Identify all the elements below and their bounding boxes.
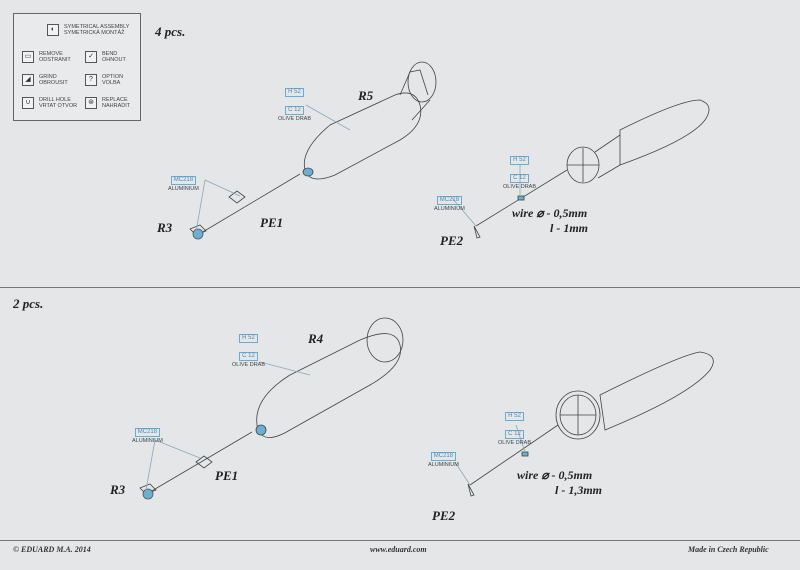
wire-length: l - 1,3mm (555, 483, 602, 497)
option-icon: ? (85, 74, 97, 86)
bomb-r4 (139, 317, 404, 500)
website: www.eduard.com (370, 545, 427, 554)
bomb-r4-assembled (454, 351, 714, 497)
part-label: R5 (358, 88, 374, 103)
bend-icon: ✓ (85, 51, 97, 63)
paint-code: H 52 (285, 88, 304, 97)
remove-icon: ▭ (22, 51, 34, 63)
origin: Made in Czech Republic (688, 545, 769, 554)
paint-code: H 52 (505, 412, 524, 421)
symmetrical-icon: ◐ (47, 24, 59, 36)
part-label: R4 (308, 331, 324, 346)
part-label: PE1 (215, 468, 239, 483)
paint-name: ALUMINIUM (428, 462, 459, 468)
paint-callout: MC218 ALUMINIUM (168, 168, 199, 192)
paint-name: OLIVE DRAB (498, 440, 532, 446)
copyright: © EDUARD M.A. 2014 (13, 545, 91, 554)
paint-code: C 12 (239, 352, 258, 361)
paint-name: ALUMINIUM (434, 206, 465, 212)
paint-name: ALUMINIUM (168, 186, 199, 192)
part-label: PE2 (432, 508, 456, 523)
paint-code: MC218 (134, 428, 161, 437)
paint-callout: H 52 C 12 OLIVE DRAB (498, 404, 531, 446)
part-label: PE2 (440, 233, 464, 248)
paint-code: C 12 (510, 174, 529, 183)
paint-code: H 52 (510, 156, 529, 165)
footer-divider (0, 540, 800, 541)
part-label: R3 (110, 482, 126, 497)
quantity-label: 2 pcs. (13, 296, 44, 311)
paint-callout: H 52 C 12 OLIVE DRAB (278, 80, 311, 122)
paint-callout: H 52 C 12 OLIVE DRAB (232, 326, 265, 368)
wire-length: l - 1mm (550, 221, 588, 235)
part-label: PE1 (260, 215, 284, 230)
wire-spec: wire ⌀ - 0,5mm l - 1,3mm (517, 468, 602, 498)
paint-name: ALUMINIUM (132, 438, 163, 444)
paint-name: OLIVE DRAB (278, 116, 312, 122)
drill-icon: ∪ (22, 97, 34, 109)
paint-code: H 52 (239, 334, 258, 343)
paint-callout: MC218 ALUMINIUM (434, 188, 465, 212)
paint-callout: H 52 C 12 OLIVE DRAB (503, 148, 536, 190)
part-label: R3 (157, 220, 173, 235)
paint-code: MC218 (436, 196, 463, 205)
wire-diameter: wire ⌀ - 0,5mm (517, 468, 593, 482)
bomb-r5-assembled (451, 99, 710, 239)
paint-callout: MC218 ALUMINIUM (132, 420, 163, 444)
paint-code: C 12 (285, 106, 304, 115)
paint-code: MC218 (430, 452, 457, 461)
symbol-legend: ◐ SYMETRICAL ASSEMBLY SYMETRICKÁ MONTÁŽ … (13, 13, 141, 121)
section-divider (0, 287, 800, 288)
paint-callout: MC218 ALUMINIUM (428, 444, 459, 468)
wire-spec: wire ⌀ - 0,5mm l - 1mm (512, 206, 588, 236)
quantity-label: 4 pcs. (155, 24, 186, 39)
wire-diameter: wire ⌀ - 0,5mm (512, 206, 588, 220)
paint-code: MC218 (170, 176, 197, 185)
paint-code: C 12 (505, 430, 524, 439)
grind-icon: ◢ (22, 74, 34, 86)
replace-icon: ⊛ (85, 97, 97, 109)
paint-name: OLIVE DRAB (232, 362, 266, 368)
bomb-r5 (189, 61, 437, 240)
paint-name: OLIVE DRAB (503, 184, 537, 190)
